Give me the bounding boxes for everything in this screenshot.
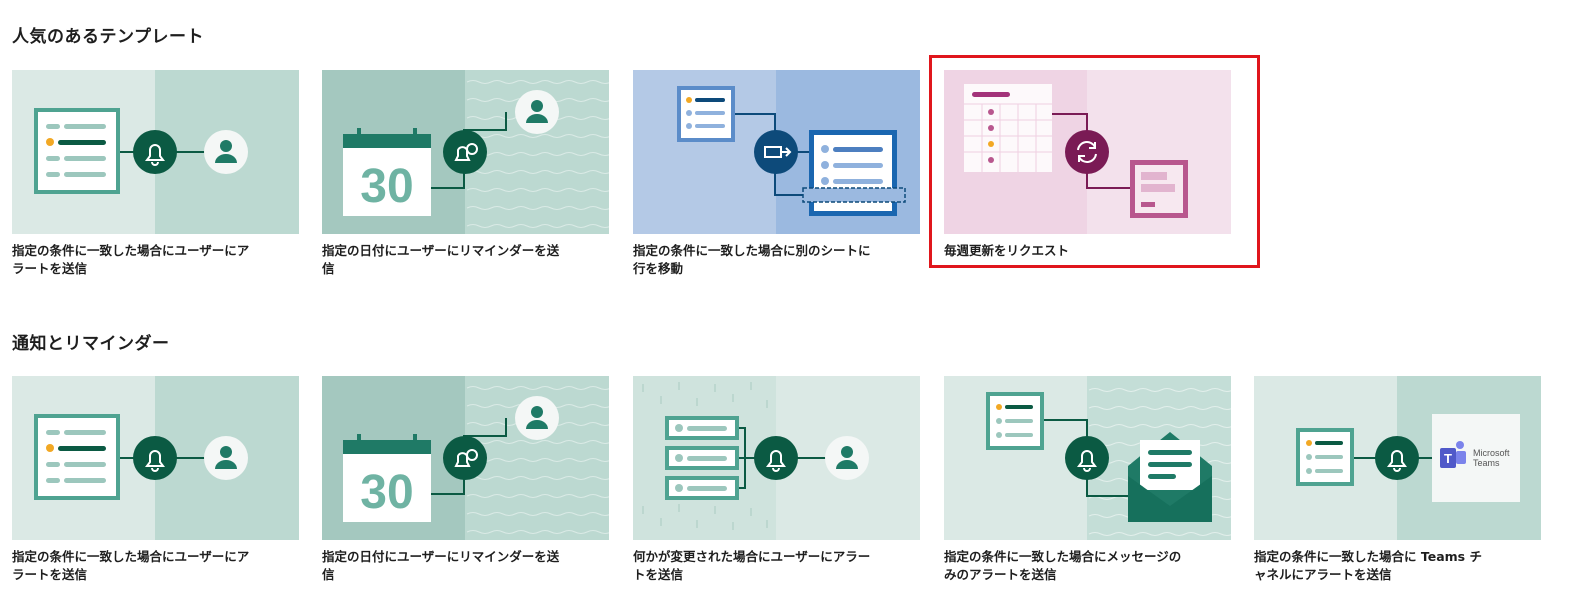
template-card-message-alert[interactable]: 指定の条件に一致した場合にメッセージのみのアラートを送信 (944, 376, 1231, 584)
template-caption: 毎週更新をリクエスト (944, 243, 1070, 258)
svg-text:T: T (1444, 451, 1452, 466)
move-row-illustration (633, 70, 920, 234)
teams-logo-text-line1: Microsoft (1473, 448, 1510, 458)
template-card-teams-alert[interactable]: T Microsoft Teams 指定の条件に一致した場合に Teams チャ… (1254, 376, 1541, 584)
template-caption: 指定の日付にユーザーにリマインダーを送信 (322, 243, 560, 276)
template-thumbnail (944, 376, 1231, 540)
template-thumbnail (12, 70, 299, 234)
template-card-change-alert[interactable]: 何かが変更された場合にユーザーにアラートを送信 (633, 376, 920, 584)
refresh-request-illustration (944, 70, 1231, 234)
teams-logo-text-line2: Teams (1473, 458, 1500, 468)
calendar-alarm-illustration: 30 (322, 376, 609, 540)
template-thumbnail (633, 70, 920, 234)
template-card-date-reminder[interactable]: 30 指定の日付にユーザーにリマインダーを送信 (322, 376, 609, 584)
calendar-day-number: 30 (360, 160, 413, 213)
list-bell-user-illustration (12, 70, 299, 234)
template-caption: 指定の条件に一致した場合にユーザーにアラートを送信 (12, 243, 250, 276)
template-thumbnail: T Microsoft Teams (1254, 376, 1541, 540)
template-card-alert-user[interactable]: 指定の条件に一致した場合にユーザーにアラートを送信 (12, 70, 299, 278)
template-caption: 指定の条件に一致した場合に Teams チャネルにアラートを送信 (1254, 549, 1482, 582)
template-caption: 指定の条件に一致した場合にユーザーにアラートを送信 (12, 549, 250, 582)
calendar-alarm-illustration: 30 (322, 70, 609, 234)
calendar-day-number: 30 (360, 466, 413, 519)
template-card-date-reminder[interactable]: 30 指定の日付にユーザーにリマインダーを送信 (322, 70, 609, 278)
list-bell-user-illustration (12, 376, 299, 540)
template-thumbnail (12, 376, 299, 540)
template-card-move-row[interactable]: 指定の条件に一致した場合に別のシートに行を移動 (633, 70, 920, 278)
stack-bell-user-illustration (633, 376, 920, 540)
template-thumbnail: 30 (322, 70, 609, 234)
list-bell-teams-illustration: T Microsoft Teams (1254, 376, 1541, 540)
section-title-notifications: 通知とリマインダー (12, 334, 170, 354)
list-bell-envelope-illustration (944, 376, 1231, 540)
template-card-alert-user[interactable]: 指定の条件に一致した場合にユーザーにアラートを送信 (12, 376, 299, 584)
template-thumbnail (944, 70, 1231, 234)
template-thumbnail: 30 (322, 376, 609, 540)
template-caption: 指定の日付にユーザーにリマインダーを送信 (322, 549, 560, 582)
template-caption: 指定の条件に一致した場合に別のシートに行を移動 (633, 243, 871, 276)
template-thumbnail (633, 376, 920, 540)
template-card-weekly-update[interactable]: 毎週更新をリクエスト (944, 70, 1231, 260)
section-title-popular: 人気のあるテンプレート (12, 27, 204, 47)
template-caption: 何かが変更された場合にユーザーにアラートを送信 (633, 549, 871, 582)
template-caption: 指定の条件に一致した場合にメッセージのみのアラートを送信 (944, 549, 1182, 582)
